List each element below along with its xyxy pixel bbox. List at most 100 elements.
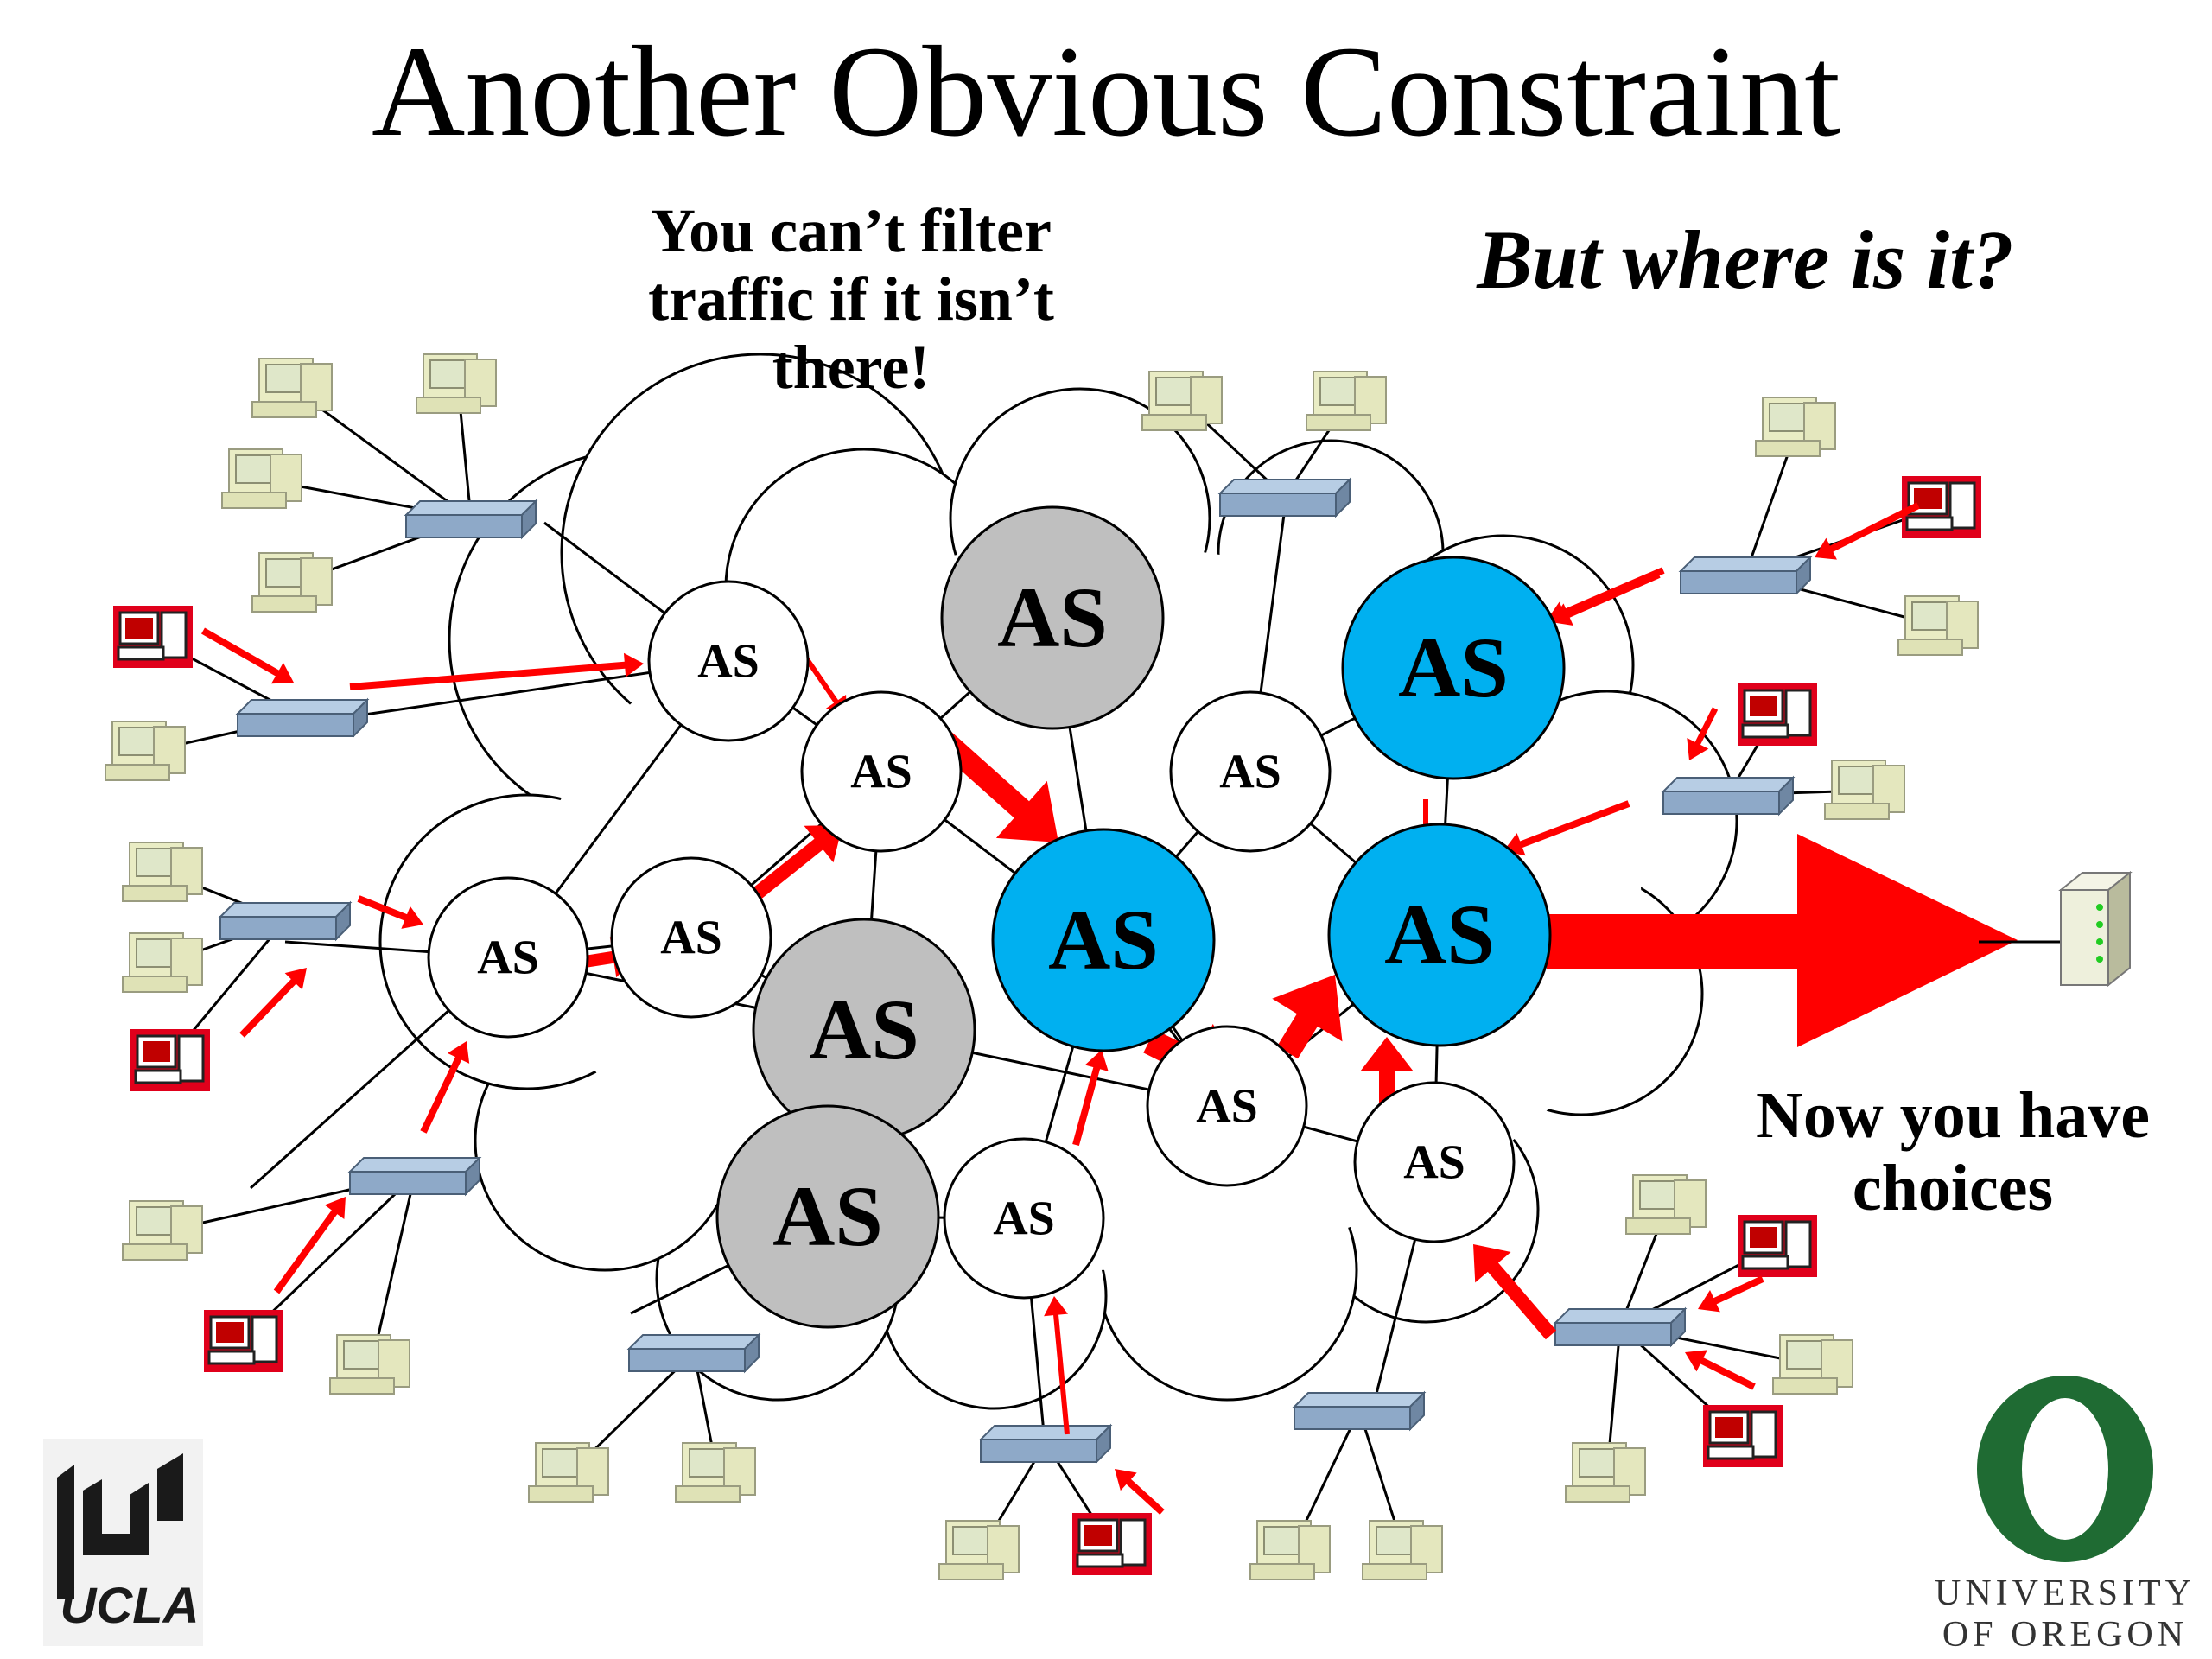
- as-label: AS: [477, 931, 539, 984]
- switch-icon: [1680, 556, 1811, 594]
- attack-arrow: [1685, 1350, 1756, 1390]
- switch-icon: [1662, 777, 1794, 815]
- attacker-icon: [1736, 682, 1819, 747]
- pc-icon: [1897, 595, 1979, 656]
- callout-choices-line1: Now you have: [1755, 1079, 2151, 1152]
- attack-arrow: [1698, 1275, 1764, 1313]
- pc-icon: [528, 1442, 609, 1503]
- switch-icon: [1294, 1392, 1425, 1430]
- as-node-plain: AS: [943, 1137, 1105, 1300]
- switch-icon: [980, 1425, 1111, 1463]
- attack-arrow: [1473, 1244, 1557, 1340]
- switch-icon: [628, 1334, 760, 1372]
- pc-icon: [416, 353, 497, 414]
- callout-filter-line2: traffic if it isn’t: [648, 264, 1054, 334]
- as-node-plain: AS: [647, 580, 810, 742]
- switch-icon: [219, 902, 351, 940]
- pc-icon: [122, 842, 203, 902]
- as-label: AS: [1384, 887, 1495, 982]
- as-label: AS: [1403, 1135, 1465, 1189]
- as-label: AS: [809, 982, 919, 1077]
- callout-filter-line1: You can’t filter: [651, 196, 1052, 265]
- oregon-wordmark-line2: OF OREGON: [1942, 1615, 2189, 1656]
- pc-icon: [122, 932, 203, 993]
- attack-arrow: [201, 627, 294, 684]
- pc-icon: [251, 552, 333, 613]
- attack-arrow: [1503, 800, 1630, 856]
- callout-filter: You can’t filter traffic if it isn’t the…: [570, 196, 1132, 403]
- as-node-blue: AS: [1327, 823, 1552, 1047]
- attack-arrow: [349, 652, 644, 690]
- as-node-gray: AS: [940, 505, 1165, 730]
- host-link: [370, 1174, 416, 1366]
- as-node-blue: AS: [991, 828, 1216, 1052]
- as-label: AS: [1398, 620, 1509, 715]
- attack-arrow: [1360, 1037, 1414, 1110]
- pc-icon: [221, 448, 302, 509]
- as-label: AS: [850, 745, 912, 798]
- switch-icon: [349, 1157, 480, 1195]
- oregon-wordmark: UNIVERSITY OF OREGON: [1918, 1573, 2212, 1656]
- ucla-wordmark: UCLA: [60, 1578, 199, 1634]
- pc-icon: [105, 721, 186, 781]
- oregon-o-logo: [1977, 1376, 2153, 1562]
- switch-icon: [405, 500, 537, 538]
- as-label: AS: [1196, 1079, 1258, 1133]
- oregon-wordmark-line1: UNIVERSITY: [1935, 1573, 2196, 1613]
- slide-title: Another Obvious Constraint: [372, 20, 1840, 163]
- pc-icon: [1565, 1442, 1646, 1503]
- attack-arrow: [1044, 1296, 1070, 1435]
- attack-arrow: [1115, 1469, 1165, 1515]
- pc-icon: [1141, 371, 1223, 431]
- attacker-icon: [202, 1308, 285, 1374]
- target-server-icon: [1979, 870, 2133, 988]
- pc-icon: [1249, 1520, 1331, 1580]
- as-node-plain: AS: [427, 876, 589, 1039]
- attack-arrow: [752, 825, 842, 900]
- as-label: AS: [1048, 892, 1159, 988]
- as-label: AS: [1219, 745, 1281, 798]
- attack-arrow: [420, 1041, 470, 1134]
- as-label: AS: [993, 1192, 1055, 1245]
- as-nodes: AS AS AS AS AS AS AS AS AS AS AS AS AS AS: [427, 505, 1566, 1329]
- hosts: [105, 353, 1983, 1580]
- pc-icon: [1824, 760, 1905, 820]
- as-node-plain: AS: [1169, 690, 1332, 853]
- as-node-gray: AS: [715, 1104, 940, 1329]
- switch-icon: [1219, 479, 1351, 517]
- callout-filter-line3: there!: [772, 333, 931, 403]
- pc-icon: [1772, 1334, 1853, 1395]
- as-node-plain: AS: [610, 856, 772, 1019]
- attacker-icon: [129, 1027, 212, 1093]
- pc-icon: [675, 1442, 756, 1503]
- attack-arrow: [1551, 571, 1661, 626]
- big-attack-arrow: [1547, 834, 2018, 1047]
- attack-arrow: [797, 646, 847, 717]
- attack-arrow: [930, 726, 1058, 842]
- as-label: AS: [660, 911, 722, 964]
- attack-arrows: [201, 502, 2018, 1515]
- as-label: AS: [697, 634, 760, 688]
- attacker-icon: [111, 604, 194, 670]
- attack-arrow: [1272, 975, 1343, 1059]
- switch-icon: [1554, 1308, 1686, 1346]
- attacker-icon: [1071, 1511, 1154, 1577]
- pc-icon: [251, 358, 333, 418]
- as-label: AS: [997, 569, 1108, 665]
- as-node-blue: AS: [1341, 556, 1566, 780]
- pc-icon: [1755, 397, 1836, 457]
- attacker-icon: [1701, 1403, 1784, 1469]
- as-node-gray: AS: [752, 918, 976, 1142]
- attack-arrow: [1687, 707, 1719, 760]
- attack-arrow: [1815, 502, 1920, 560]
- attack-arrow: [1072, 1050, 1109, 1147]
- callout-choices: Now you have choices: [1685, 1079, 2212, 1224]
- pc-icon: [938, 1520, 1020, 1580]
- attack-arrow: [357, 895, 423, 929]
- as-node-plain: AS: [800, 690, 963, 853]
- pc-icon: [1306, 371, 1387, 431]
- pc-icon: [329, 1334, 410, 1395]
- switch-icon: [237, 699, 368, 737]
